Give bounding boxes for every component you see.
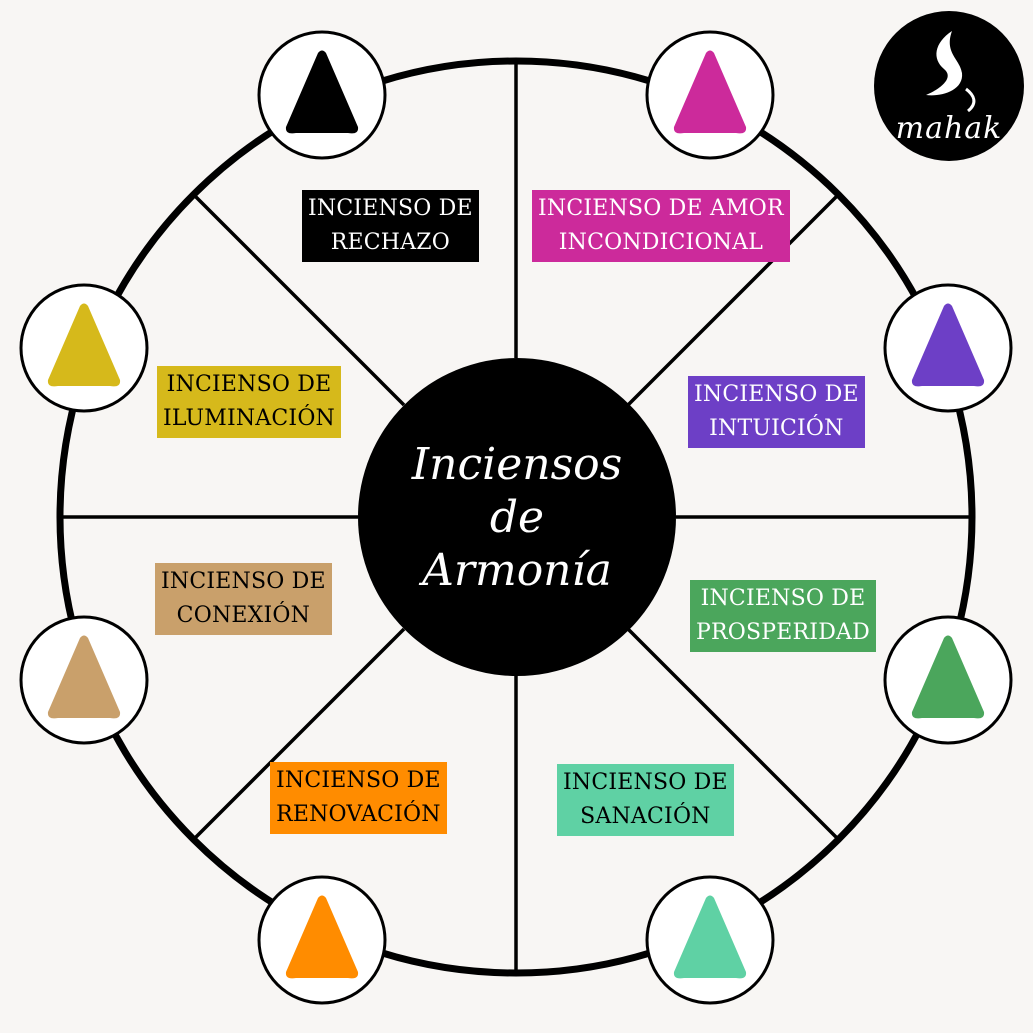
- label-prosperidad-line1: INCIENSO DE: [700, 586, 866, 611]
- cone-badge-sanacion: [645, 875, 775, 1005]
- label-amor-line2: INCONDICIONAL: [558, 230, 764, 255]
- label-sanacion-line2: SANACIÓN: [580, 804, 711, 829]
- cone-badge-rechazo: [257, 30, 387, 160]
- incense-cone-icon: [911, 303, 985, 387]
- label-rechazo-line2: RECHAZO: [330, 230, 451, 255]
- cone-badge-amor-incondicional: [645, 30, 775, 160]
- label-renovacion-line1: INCIENSO DE: [276, 768, 441, 793]
- incense-cone-icon: [673, 895, 747, 979]
- label-intuicion-line1: INCIENSO DE: [694, 382, 859, 407]
- cone-badge-conexion: [19, 615, 149, 745]
- label-intuicion-line2: INTUICIÓN: [709, 416, 844, 441]
- incense-cone-icon: [285, 895, 359, 979]
- mahak-logo: mahak: [874, 11, 1024, 161]
- label-sanacion: INCIENSO DE SANACIÓN: [557, 764, 734, 836]
- divider-line-bottom-left: [192, 627, 406, 841]
- cone-badge-iluminacion: [19, 283, 149, 413]
- divider-line-top-right: [626, 193, 840, 407]
- cone-badge-renovacion: [257, 875, 387, 1005]
- center-title: Inciensos de Armonía: [358, 358, 676, 676]
- smoke-icon: [926, 31, 976, 113]
- label-iluminacion: INCIENSO DE ILUMINACIÓN: [157, 366, 342, 438]
- label-renovacion: INCIENSO DE RENOVACIÓN: [270, 762, 447, 834]
- logo-wordmark: mahak: [895, 111, 1003, 146]
- incense-cone-icon: [47, 635, 121, 719]
- center-title-line2: de: [489, 491, 545, 543]
- label-prosperidad-line2: PROSPERIDAD: [696, 620, 870, 645]
- incense-cone-icon: [285, 50, 359, 134]
- label-amor-incondicional: INCIENSO DE AMOR INCONDICIONAL: [532, 190, 790, 262]
- divider-line-top-left: [192, 193, 406, 407]
- label-iluminacion-line2: ILUMINACIÓN: [163, 406, 336, 431]
- label-sanacion-line1: INCIENSO DE: [563, 770, 728, 795]
- label-rechazo: INCIENSO DE RECHAZO: [302, 190, 479, 262]
- divider-line-bottom-right: [626, 627, 840, 841]
- label-conexion-line1: INCIENSO DE: [161, 569, 326, 594]
- incense-cone-icon: [911, 635, 985, 719]
- label-renovacion-line2: RENOVACIÓN: [276, 802, 441, 827]
- label-amor-line1: INCIENSO DE AMOR: [538, 196, 784, 221]
- label-conexion: INCIENSO DE CONEXIÓN: [155, 563, 332, 635]
- label-rechazo-line1: INCIENSO DE: [308, 196, 473, 221]
- cone-badge-intuicion: [883, 283, 1013, 413]
- center-title-line3: Armonía: [422, 544, 612, 596]
- label-conexion-line2: CONEXIÓN: [176, 603, 311, 628]
- label-intuicion: INCIENSO DE INTUICIÓN: [688, 376, 865, 448]
- label-iluminacion-line1: INCIENSO DE: [166, 372, 332, 397]
- center-title-line1: Inciensos: [411, 438, 623, 490]
- incense-cone-icon: [673, 50, 747, 134]
- cone-badge-prosperidad: [883, 615, 1013, 745]
- label-prosperidad: INCIENSO DE PROSPERIDAD: [690, 580, 876, 652]
- incense-cone-icon: [47, 303, 121, 387]
